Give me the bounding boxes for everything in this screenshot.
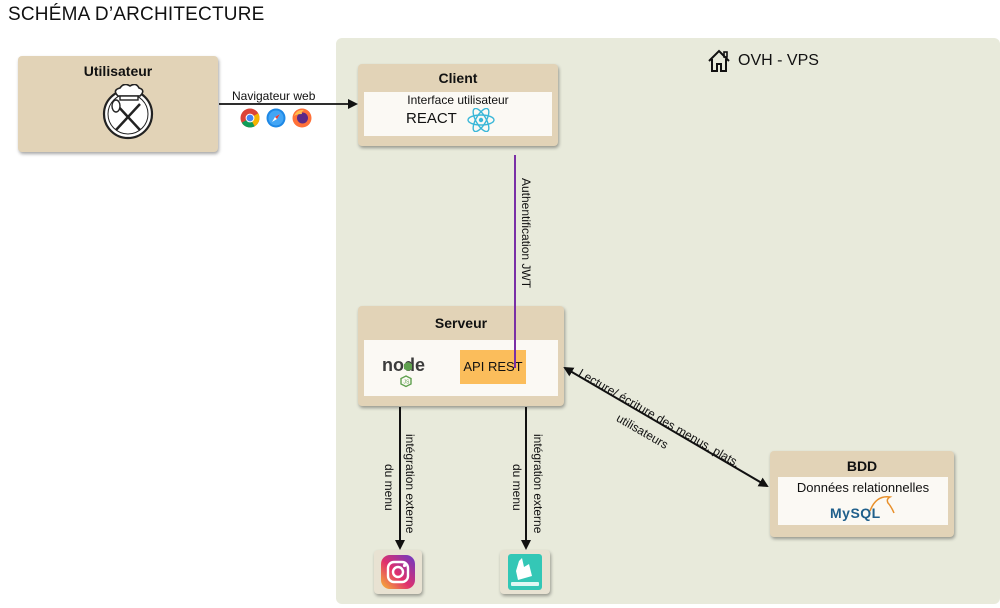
db-panel: Données relationnelles MySQL — [778, 477, 948, 525]
chrome-icon — [240, 108, 260, 128]
api-rest-label: API REST — [463, 359, 523, 374]
browser-icons — [240, 108, 320, 130]
client-tech: REACT — [406, 110, 457, 127]
node-server: Serveur node JS API REST — [358, 306, 564, 406]
instagram-node — [374, 550, 422, 594]
client-panel: Interface utilisateur REACT — [364, 92, 552, 136]
vps-label: OVH - VPS — [706, 48, 819, 74]
chef-plate-icon — [102, 84, 154, 140]
deliveroo-icon — [508, 554, 542, 590]
safari-icon — [266, 108, 286, 128]
edge-label-deliveroo-line2: du menu — [510, 464, 524, 511]
client-subtitle: Interface utilisateur — [407, 93, 509, 107]
edge-label-jwt: Authentification JWT — [519, 178, 533, 289]
page-title: SCHÉMA D’ARCHITECTURE — [8, 4, 265, 25]
nodejs-icon: node JS — [382, 355, 425, 388]
edge-label-instagram-line1: intégration externe — [403, 434, 417, 534]
node-db-title: BDD — [846, 458, 878, 474]
mysql-dolphin-icon — [869, 496, 895, 514]
node-client-title: Client — [438, 70, 478, 86]
edge-label-deliveroo-line1: intégration externe — [531, 434, 545, 534]
svg-text:node: node — [382, 355, 425, 375]
edge-label-instagram-line2: du menu — [382, 464, 396, 511]
node-user: Utilisateur — [18, 56, 218, 152]
react-icon — [467, 108, 495, 132]
edge-label-user-client: Navigateur web — [232, 89, 316, 103]
mysql-logo: MySQL — [830, 496, 900, 523]
mysql-logo-text: MySQL — [830, 505, 881, 521]
firefox-icon — [292, 108, 312, 128]
edge-server-db — [563, 366, 769, 488]
node-server-title: Serveur — [434, 315, 488, 331]
instagram-icon — [381, 555, 415, 589]
node-user-title: Utilisateur — [83, 63, 153, 79]
node-client: Client Interface utilisateur REACT — [358, 64, 558, 146]
node-db: BDD Données relationnelles MySQL — [770, 451, 954, 537]
home-icon — [708, 49, 730, 72]
db-subtitle: Données relationnelles — [796, 480, 930, 495]
deliveroo-node — [500, 550, 550, 594]
vps-label-text: OVH - VPS — [738, 52, 819, 69]
svg-text:JS: JS — [404, 380, 411, 386]
server-panel: node JS API REST — [364, 340, 558, 396]
